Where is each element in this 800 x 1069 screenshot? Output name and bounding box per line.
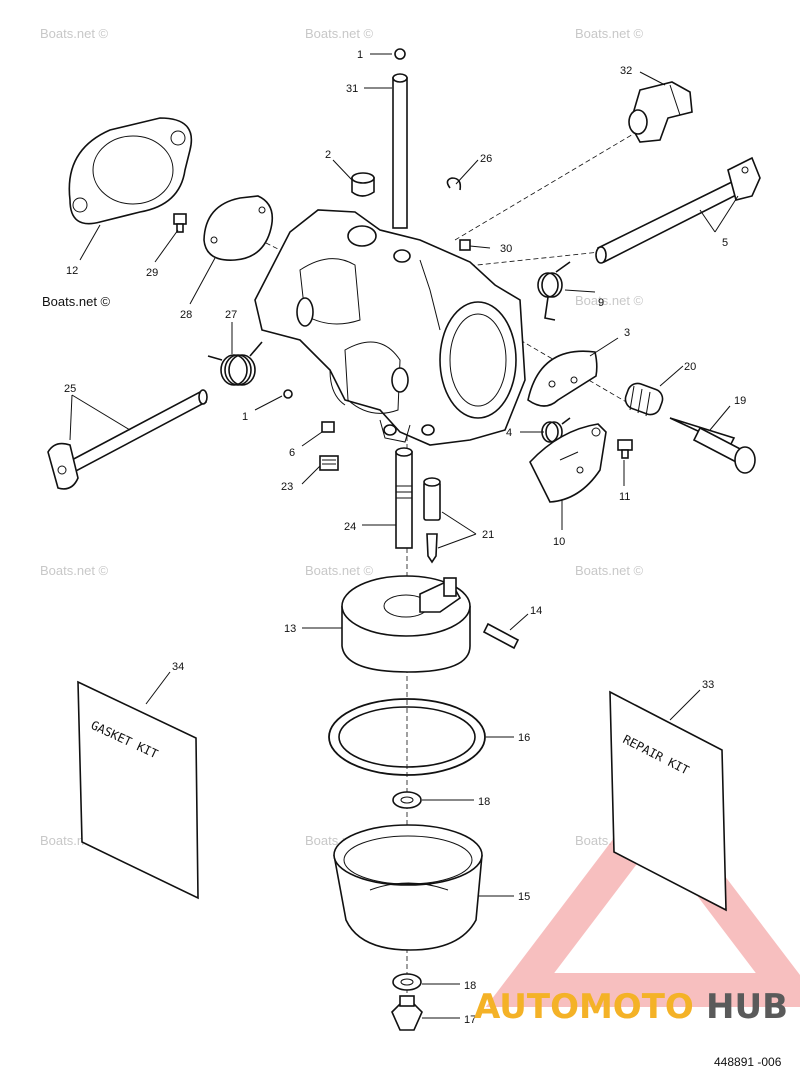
brand-part-1: AUTOMOTO (474, 987, 694, 1027)
watermark: Boats.net © (575, 563, 644, 578)
callout-label: 32 (620, 65, 632, 77)
callout-label: 25 (64, 383, 76, 395)
callout-label: 33 (702, 679, 714, 691)
callout-label: 20 (684, 361, 696, 373)
leader-line (519, 339, 641, 411)
watermark: Boats.net © (305, 563, 374, 578)
choke-shaft (47, 389, 208, 490)
throttle-shaft (595, 156, 761, 264)
screw (617, 439, 633, 459)
small-plug (459, 239, 471, 251)
callout-label: 23 (281, 481, 293, 493)
screw (173, 213, 187, 233)
callout-label: 12 (66, 265, 78, 277)
bowl-nut (391, 995, 423, 1031)
callout-label: 18 (464, 980, 476, 992)
callout-label: 19 (734, 395, 746, 407)
callout-label: 17 (464, 1014, 476, 1026)
throttle-lever (529, 423, 607, 503)
screw (319, 455, 339, 471)
callout-label: 16 (518, 732, 530, 744)
leader-lines (69, 53, 739, 1019)
fuel-elbow-fitting (628, 81, 693, 143)
callout-label: 34 (172, 661, 184, 673)
throttle-plate (527, 350, 598, 407)
callout-label: 1 (242, 411, 248, 423)
throttle-spring (537, 261, 571, 321)
callout-label: 15 (518, 891, 530, 903)
callout-label: 13 (284, 623, 296, 635)
callout-label: 10 (553, 536, 565, 548)
callout-label: 27 (225, 309, 237, 321)
gasket-kit-card: GASKET KIT (77, 680, 199, 900)
callout-label: 26 (480, 153, 492, 165)
compression-spring (624, 382, 664, 417)
callout-label: 28 (180, 309, 192, 321)
small-ball (394, 48, 406, 60)
small-screw (321, 421, 335, 433)
callout-label: 11 (619, 491, 630, 503)
callout-label: 4 (506, 427, 512, 439)
watermark: Boats.net © (40, 26, 109, 41)
watermark: Boats.net © (305, 26, 374, 41)
callout-labels: 1 31 2 26 32 5 12 29 28 30 9 27 3 20 19 … (64, 49, 746, 1026)
callout-label: 14 (530, 605, 542, 617)
callout-label: 21 (482, 529, 494, 541)
leader-line (454, 129, 641, 241)
sealing-washer (392, 791, 422, 809)
callout-label: 9 (598, 297, 604, 309)
callout-label: 2 (325, 149, 331, 161)
callout-label: 3 (624, 327, 630, 339)
carburetor-body (254, 209, 526, 446)
torsion-spring (207, 341, 263, 386)
watermark: Boats.net © (40, 563, 109, 578)
callout-label: 1 (357, 49, 363, 61)
plug (351, 172, 375, 197)
float-bowl (333, 824, 483, 951)
main-jet-tube (395, 447, 413, 549)
small-ball (283, 389, 293, 399)
float-pin (482, 622, 520, 650)
repair-kit-card: REPAIR KIT (609, 690, 727, 912)
callout-label: 18 (478, 796, 490, 808)
brand-part-2: HUB (706, 987, 788, 1027)
watermark: Boats.net © (42, 294, 111, 309)
sealing-washer (392, 973, 422, 991)
watermark: Boats.net © (575, 26, 644, 41)
inlet-needle-seat (423, 477, 441, 564)
figure-code: 448891 -006 (714, 1055, 782, 1069)
bowl-gasket (328, 698, 486, 776)
idle-mixture-screw (669, 417, 756, 474)
flange-gasket (68, 117, 193, 225)
callout-label: 24 (344, 521, 356, 533)
callout-label: 30 (500, 243, 512, 255)
callout-label: 31 (346, 83, 358, 95)
callout-label: 29 (146, 267, 158, 279)
brand-wordmark: AUTOMOTO HUB (474, 987, 788, 1027)
watermark: Boats.net © (575, 293, 644, 308)
long-pin (392, 73, 408, 229)
callout-label: 6 (289, 447, 295, 459)
callout-label: 5 (722, 237, 728, 249)
retaining-clip (446, 177, 462, 191)
float (341, 575, 471, 673)
cover-plate (203, 195, 274, 261)
